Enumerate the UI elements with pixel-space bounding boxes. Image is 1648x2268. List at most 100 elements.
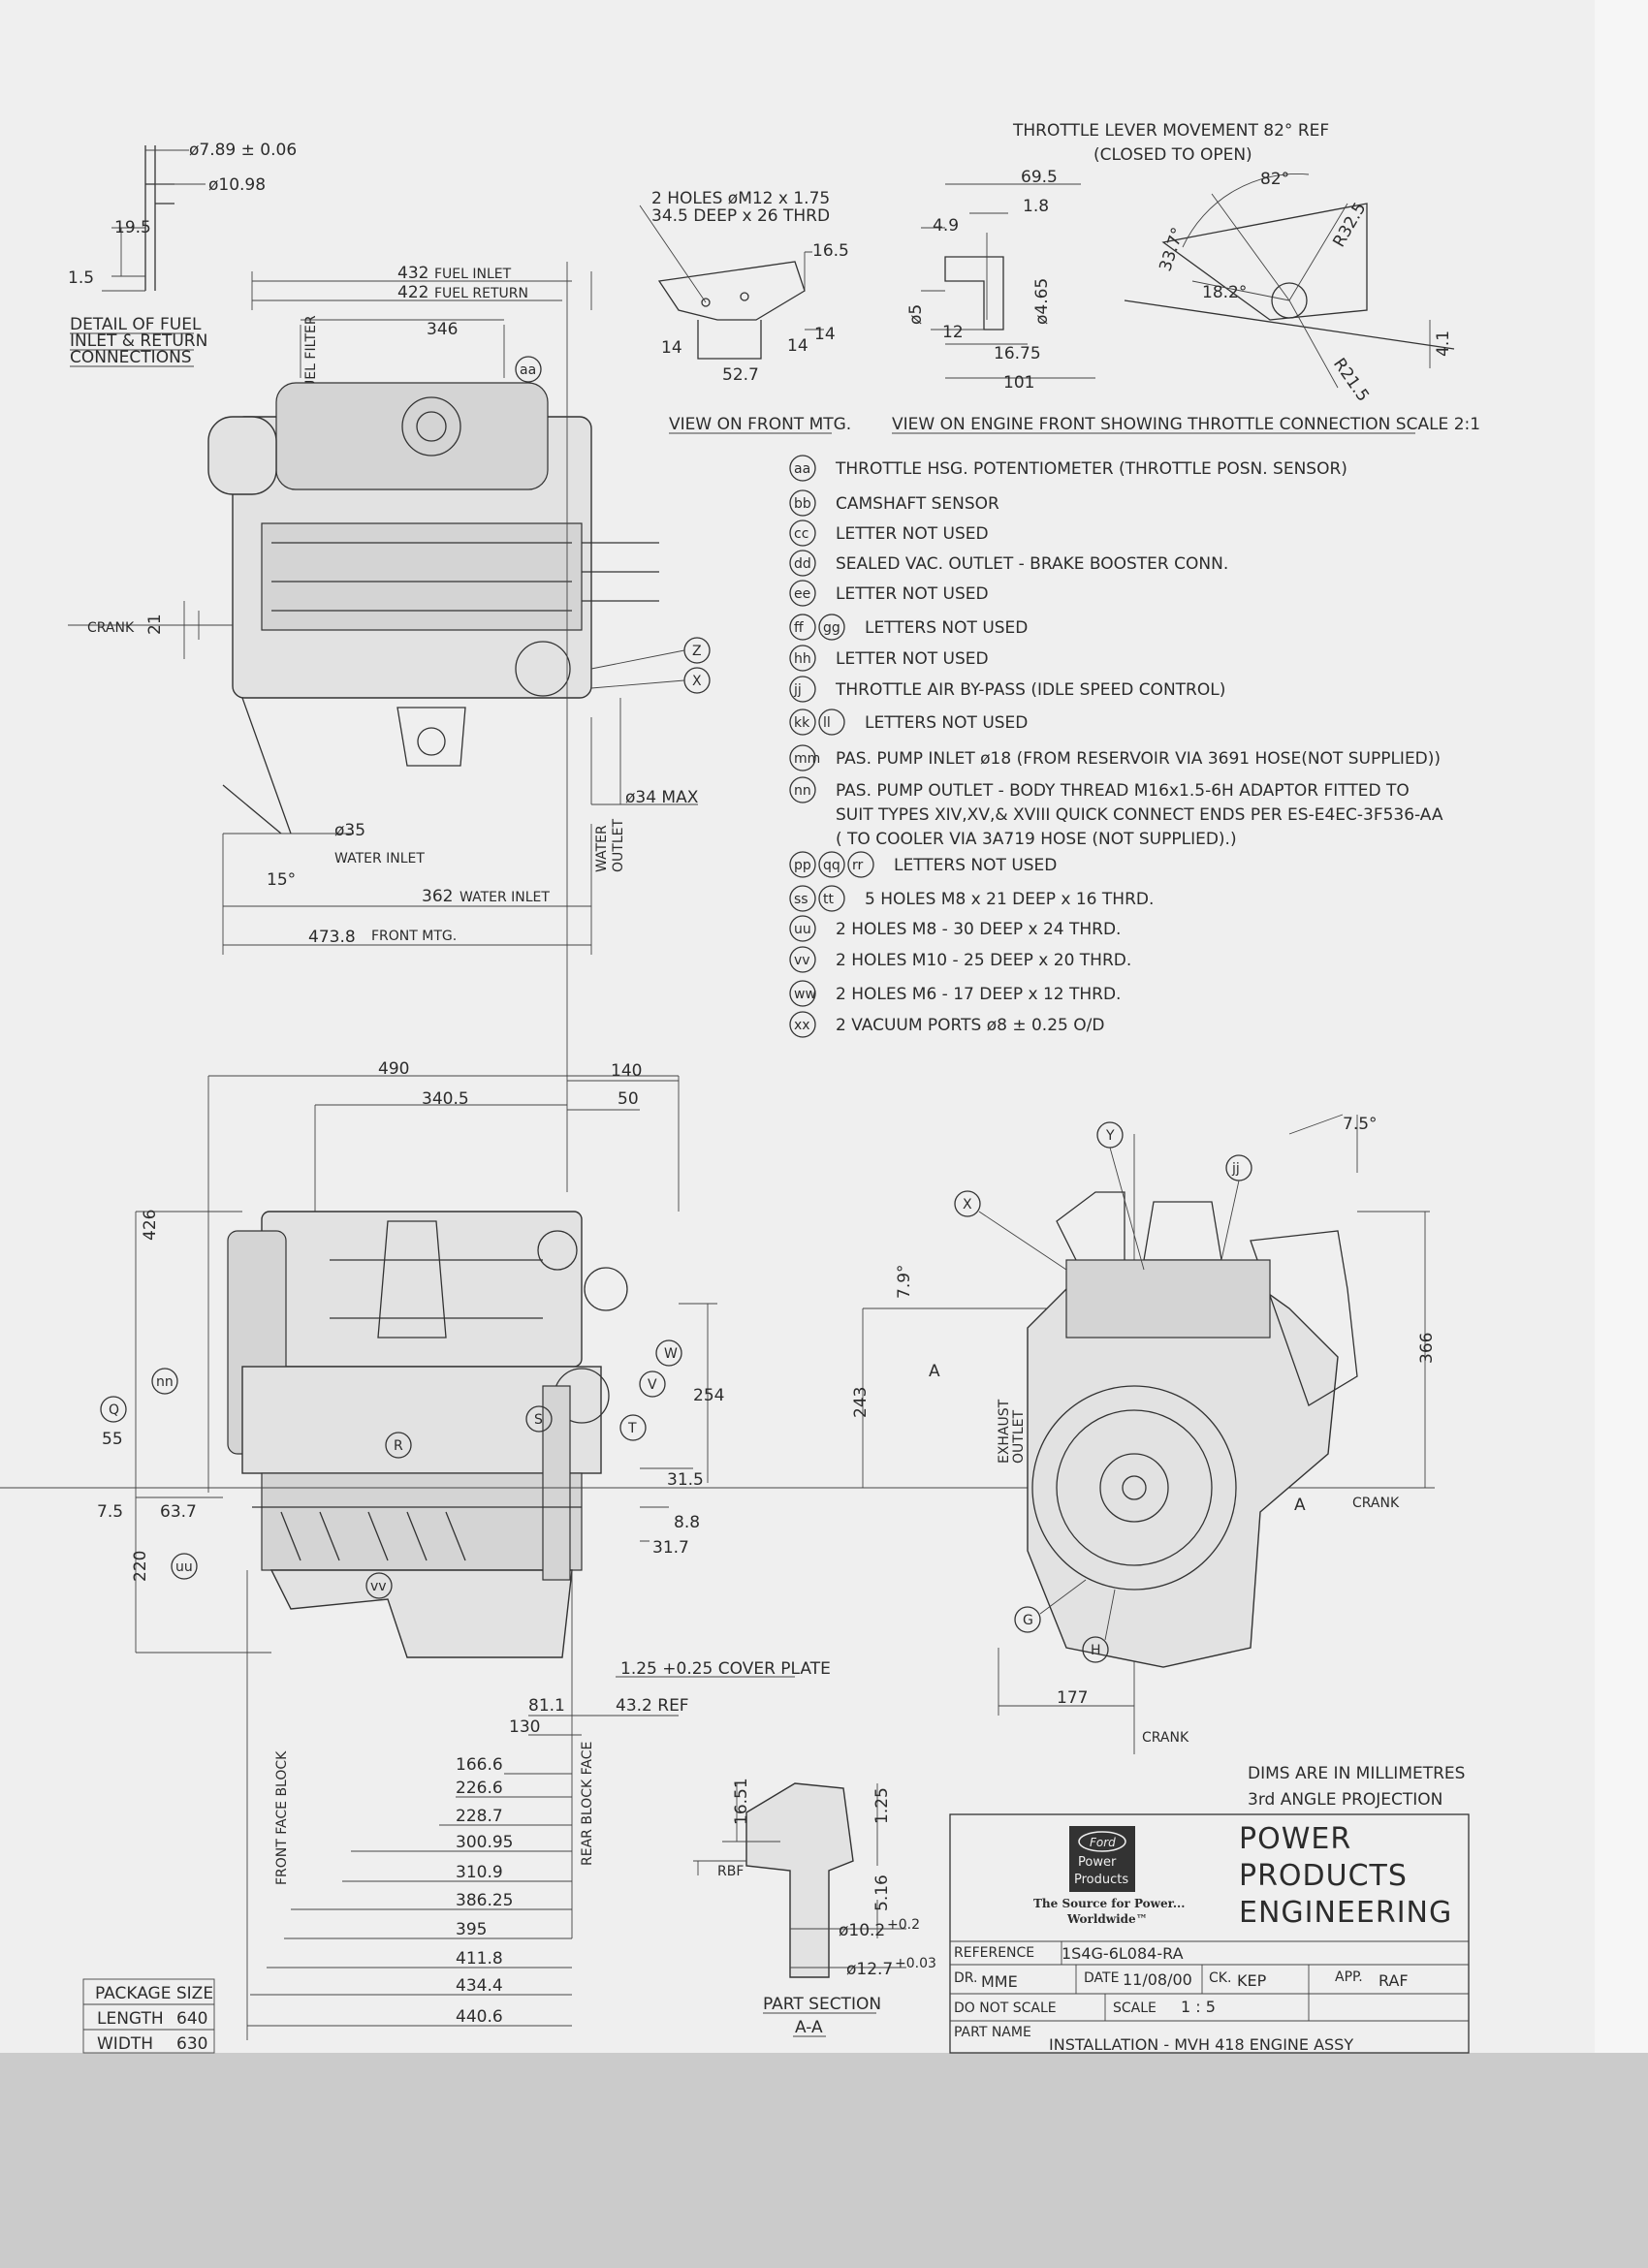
legend-text: CAMSHAFT SENSOR	[836, 494, 999, 514]
fuel-detail-title-3: CONNECTIONS	[70, 348, 192, 367]
part-name-label: PART NAME	[954, 2025, 1031, 2040]
tagline-2: Worldwide™	[1066, 1912, 1148, 1926]
legend-tag-circle	[789, 851, 816, 878]
legend-tag-label: gg	[823, 620, 840, 636]
part-name-value: INSTALLATION - MVH 418 ENGINE ASSY	[1049, 2035, 1353, 2054]
legend-tag-gg: gg	[818, 614, 845, 641]
throttle-note-2: (CLOSED TO OPEN)	[1093, 145, 1252, 165]
reference-value: 1S4G-6L084-RA	[1062, 1944, 1184, 1963]
dim-dia5: ø5	[906, 304, 926, 325]
dr-value: MME	[981, 1972, 1018, 1991]
front-mtg-note-2: 34.5 DEEP x 26 THRD	[651, 206, 830, 226]
callout-c_uu: uu	[175, 1559, 193, 1575]
do-not-scale-label: DO NOT SCALE	[954, 2000, 1057, 2016]
angle-82: 82°	[1260, 170, 1289, 189]
package-size-table: PACKAGE SIZE LENGTH 640 WIDTH 630	[82, 1978, 215, 2054]
drawing-sheet	[0, 0, 1595, 2053]
legend-text: LETTERS NOT USED	[865, 618, 1028, 638]
legend-tag-label: bb	[794, 496, 811, 512]
dim-fuel-dia2: ø10.98	[208, 175, 266, 195]
label-water-2: OUTLET	[611, 819, 626, 872]
legend-tag-label: cc	[794, 526, 808, 542]
legend-tag-xx: xx	[789, 1011, 816, 1038]
callout-g: G	[1023, 1613, 1033, 1628]
legend-tag-hh: hh	[789, 645, 816, 672]
legend-tag-circle	[789, 676, 816, 703]
legend-tag-kk: kk	[789, 709, 816, 736]
legend-tag-nn: nn	[789, 776, 816, 803]
angle-7-9: 7.9°	[895, 1264, 914, 1299]
legend-tag-circle	[789, 915, 816, 942]
note-projection: 3rd ANGLE PROJECTION	[1248, 1790, 1442, 1810]
legend-tag-label: rr	[852, 858, 864, 873]
dim-4-1: 4.1	[1434, 331, 1453, 357]
dim-d_411: 411.8	[456, 1949, 503, 1969]
callout-c_t: T	[627, 1421, 637, 1436]
dim-21: 21	[145, 614, 165, 635]
label-a-left: A	[929, 1362, 940, 1381]
stacked-dimensions: 166.6226.6228.7300.95310.9386.25395411.8…	[247, 1755, 572, 2027]
legend-text: THROTTLE AIR BY-PASS (IDLE SPEED CONTROL…	[835, 680, 1225, 700]
dim-16-75: 16.75	[994, 344, 1041, 363]
dim-63-7: 63.7	[160, 1502, 197, 1522]
dim-243: 243	[851, 1387, 871, 1418]
app-value: RAF	[1379, 1971, 1409, 1990]
dim-1-25: 1.25	[872, 1787, 892, 1824]
legend-tag-circle	[818, 614, 845, 641]
legend-tag-circle	[847, 851, 874, 878]
tagline-1: The Source for Power...	[1033, 1897, 1185, 1910]
legend-tag-vv: vv	[789, 946, 816, 973]
legend-tag-label: uu	[794, 922, 811, 937]
dim-dia12-7: ø12.7	[846, 1960, 893, 1979]
dim-d_300: 300.95	[456, 1833, 513, 1852]
sheet-edge	[1595, 0, 1648, 2053]
package-size-title: PACKAGE SIZE	[95, 1984, 213, 2003]
dim-31-7: 31.7	[652, 1538, 689, 1558]
part-section-a-a: 16.51 1.25 5.16 RBF ø10.2 +0.2 ø12.7 +0.…	[693, 1778, 936, 2037]
legend-tag-label: vv	[794, 953, 810, 968]
legend-tag-circle	[818, 885, 845, 912]
legend-text: 2 HOLES M10 - 25 DEEP x 20 THRD.	[836, 951, 1131, 970]
legend-tag-label: dd	[794, 556, 811, 572]
legend-tag-circle	[789, 489, 816, 517]
front-mtg-title: VIEW ON FRONT MTG.	[669, 415, 851, 434]
radius-21-5: R21.5	[1329, 355, 1373, 405]
dim-490: 490	[378, 1059, 409, 1079]
reference-label: REFERENCE	[954, 1945, 1034, 1961]
legend-tag-tt: tt	[818, 885, 845, 912]
legend-tag-qq: qq	[818, 851, 845, 878]
label-water-1: WATER	[594, 825, 610, 872]
callout-c_q-circle	[100, 1396, 127, 1423]
dim-220: 220	[131, 1551, 150, 1582]
callout-aa: aa	[520, 362, 536, 378]
legend-tag-label: kk	[794, 715, 810, 731]
callout-z-top: Z	[692, 644, 702, 659]
legend-text: LETTER NOT USED	[836, 584, 989, 604]
tol-10-2: +0.2	[887, 1917, 920, 1933]
angle-18-2: 18.2°	[1202, 283, 1247, 302]
logo-products: Products	[1074, 1873, 1128, 1887]
callout-c_q: Q	[109, 1402, 119, 1418]
callout-c_uu-circle	[171, 1553, 198, 1580]
legend-tag-uu: uu	[789, 915, 816, 942]
dim-d_440: 440.6	[456, 2007, 503, 2027]
callout-c_r-circle	[385, 1432, 412, 1459]
legend-tag-mm: mm	[789, 744, 820, 772]
ck-value: KEP	[1237, 1971, 1267, 1990]
legend-tag-label: nn	[794, 783, 811, 799]
part-section-title: PART SECTION	[763, 1995, 881, 2014]
dim-cover-plate: 1.25 +0.25 COVER PLATE	[620, 1659, 831, 1679]
legend-text: THROTTLE HSG. POTENTIOMETER (THROTTLE PO…	[835, 459, 1347, 479]
dim-d_386: 386.25	[456, 1891, 513, 1910]
dim-dia10-2: ø10.2	[839, 1921, 885, 1940]
legend-tag-label: mm	[794, 751, 820, 767]
legend-tag-label: ss	[794, 892, 808, 907]
legend-tag-label: xx	[794, 1018, 810, 1033]
dim-d_226: 226.6	[456, 1779, 503, 1798]
callout-c_t-circle	[619, 1414, 647, 1441]
dim-4-9: 4.9	[933, 216, 959, 236]
legend-tag-label: ww	[794, 987, 816, 1002]
legend-tag-ff: ff	[789, 614, 816, 641]
legend-text: 2 HOLES M6 - 17 DEEP x 12 THRD.	[836, 985, 1121, 1004]
